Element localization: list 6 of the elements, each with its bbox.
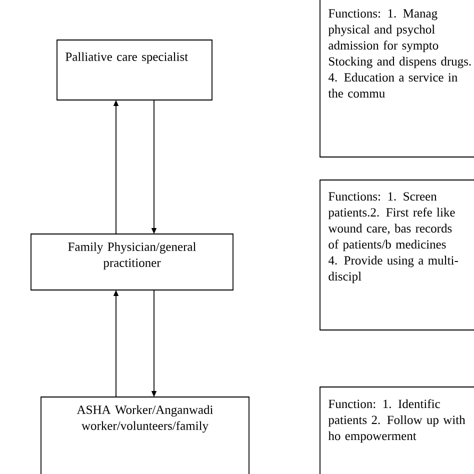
text-box: Function: 1. Identific patients 2. Follow up with ho empowerment — [320, 386, 474, 474]
text-box: Functions: 1. Screen patients.2. First refe like wound care, bas records of patients/b medicines 4. Provide using a multi-discipl — [320, 180, 474, 330]
text-box: ASHA Worker/Anganwadi worker/volunteers/family — [40, 396, 250, 474]
text-box: Palliative care specialist — [56, 40, 212, 100]
text-box: Functions: 1. Manag physical and psychol admission for sympto Stocking and dispens drugs. 4. Education a service in the commu — [320, 0, 474, 158]
text-box: Family Physician/general practitioner — [30, 234, 234, 290]
